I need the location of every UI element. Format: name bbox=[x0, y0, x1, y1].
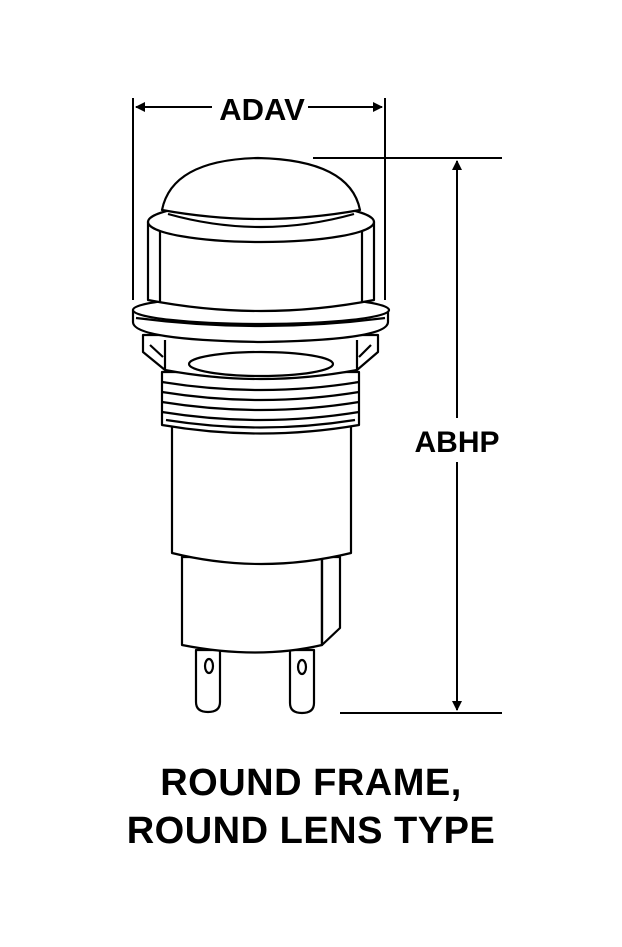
housing-cylinder bbox=[170, 418, 353, 566]
dome-lens bbox=[160, 156, 362, 229]
height-dimension bbox=[313, 157, 502, 714]
terminal-right bbox=[288, 648, 316, 715]
base-block bbox=[180, 555, 342, 654]
width-dimension bbox=[132, 98, 386, 300]
lamp-body bbox=[131, 156, 391, 715]
caption-line-1: ROUND FRAME, bbox=[160, 762, 462, 804]
solder-terminals bbox=[194, 648, 316, 715]
threaded-section bbox=[160, 370, 361, 435]
height-dimension-label: ABHP bbox=[414, 426, 499, 459]
width-dimension-label: ADAV bbox=[219, 92, 305, 127]
terminal-right-hole bbox=[296, 658, 308, 676]
caption-line-2: ROUND LENS TYPE bbox=[126, 810, 496, 852]
mounting-nut bbox=[141, 333, 380, 381]
terminal-left-hole bbox=[203, 657, 215, 675]
